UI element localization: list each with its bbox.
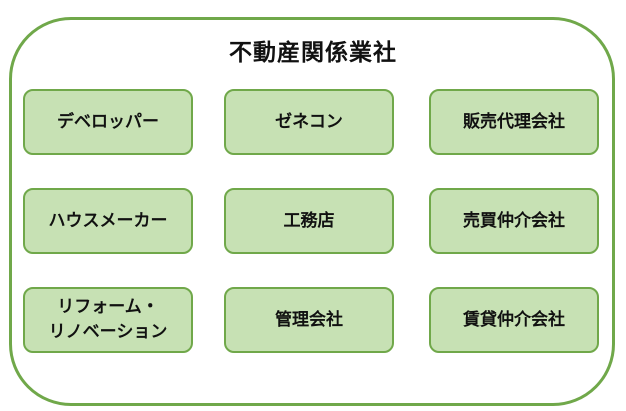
- category-label: 売買仲介会社: [463, 210, 565, 231]
- category-label: 管理会社: [275, 309, 343, 330]
- category-box-builder: 工務店: [224, 188, 394, 254]
- category-box-house-maker: ハウスメーカー: [23, 188, 193, 254]
- category-label: ゼネコン: [275, 111, 343, 132]
- category-label: 工務店: [283, 210, 335, 231]
- category-box-general-contractor: ゼネコン: [224, 89, 394, 155]
- category-label: デベロッパー: [57, 111, 159, 132]
- category-box-property-management: 管理会社: [224, 287, 394, 353]
- category-label: リフォーム・ リノベーション: [48, 297, 168, 342]
- category-box-renovation: リフォーム・ リノベーション: [23, 287, 193, 353]
- category-label: 販売代理会社: [463, 111, 565, 132]
- category-box-sales-brokerage: 売買仲介会社: [429, 188, 599, 254]
- category-label: ハウスメーカー: [48, 210, 168, 231]
- category-box-sales-agency: 販売代理会社: [429, 89, 599, 155]
- category-box-rental-brokerage: 賃貸仲介会社: [429, 287, 599, 353]
- category-box-developer: デベロッパー: [23, 89, 193, 155]
- group-title: 不動産関係業社: [229, 40, 397, 66]
- category-label: 賃貸仲介会社: [463, 309, 565, 330]
